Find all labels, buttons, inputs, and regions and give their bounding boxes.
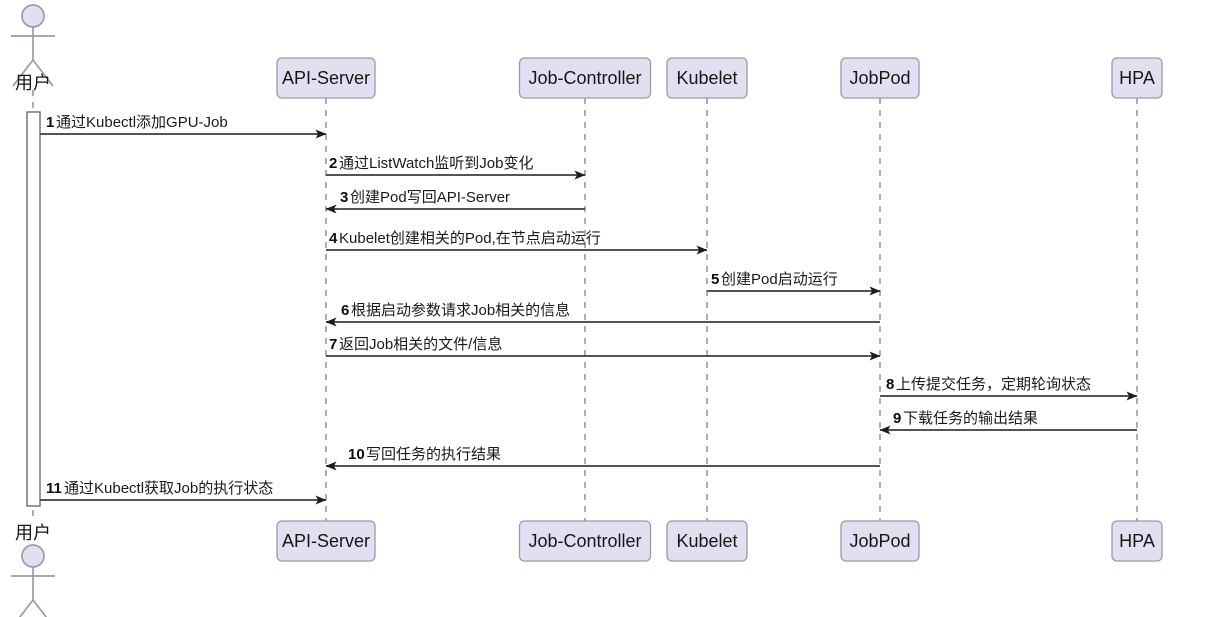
participant-hpa-top[interactable]: HPA [1111, 57, 1163, 99]
message-label: 下载任务的输出结果 [903, 410, 1038, 427]
message-label: 根据启动参数请求Job相关的信息 [351, 302, 570, 319]
participant-box[interactable] [1111, 520, 1163, 562]
actor-label: 用户 [15, 73, 51, 93]
participant-label: JobPod [849, 531, 910, 551]
participant-job-controller-bottom[interactable]: Job-Controller [518, 520, 652, 562]
participant-label: Job-Controller [528, 531, 641, 551]
participant-api-server-top[interactable]: API-Server [276, 57, 376, 99]
participant-box[interactable] [666, 520, 748, 562]
participant-api-server-bottom[interactable]: API-Server [276, 520, 376, 562]
message-number: 4 [329, 230, 338, 247]
message-number: 8 [886, 376, 894, 393]
participant-boxes-layer: API-ServerAPI-ServerJob-ControllerJob-Co… [276, 57, 1163, 562]
message-label: 创建Pod写回API-Server [350, 189, 510, 206]
message-number: 7 [329, 336, 337, 353]
lifelines-layer [32, 90, 1138, 521]
message-number: 9 [893, 410, 901, 427]
message-label: 返回Job相关的文件/信息 [339, 336, 502, 353]
message-number: 3 [340, 189, 348, 206]
activation-bar-actor [26, 111, 41, 507]
participant-box[interactable] [518, 57, 652, 99]
participant-label: Kubelet [676, 68, 737, 88]
actor-leg-left [12, 59, 34, 87]
participant-label: HPA [1119, 68, 1155, 88]
participant-box[interactable] [518, 520, 652, 562]
participant-box[interactable] [840, 520, 920, 562]
participant-label: API-Server [282, 68, 370, 88]
message-label: 上传提交任务，定期轮询状态 [896, 375, 1091, 393]
message-number: 5 [711, 271, 719, 288]
participant-kubelet-bottom[interactable]: Kubelet [666, 520, 748, 562]
message-number: 10 [348, 446, 365, 463]
actor-leg-left [18, 599, 34, 617]
participant-kubelet-top[interactable]: Kubelet [666, 57, 748, 99]
participant-hpa-bottom[interactable]: HPA [1111, 520, 1163, 562]
message-label: 写回任务的执行结果 [366, 446, 501, 463]
message-label: 创建Pod启动运行 [721, 271, 838, 288]
actor-label: 用户 [15, 523, 51, 543]
actor-head-icon [21, 544, 45, 568]
participant-label: Kubelet [676, 531, 737, 551]
message-number: 1 [46, 114, 54, 131]
participant-box[interactable] [666, 57, 748, 99]
participant-job-controller-top[interactable]: Job-Controller [518, 57, 652, 99]
actor-top[interactable]: 用户 [11, 4, 55, 93]
participant-box[interactable] [276, 57, 376, 99]
participant-box[interactable] [276, 520, 376, 562]
message-number: 6 [341, 302, 349, 319]
message-label: 通过Kubectl获取Job的执行状态 [64, 480, 273, 497]
activation-bars-layer [26, 111, 41, 507]
message-label: Kubelet创建相关的Pod,在节点启动运行 [339, 230, 601, 247]
message-number: 2 [329, 155, 337, 172]
participant-label: HPA [1119, 531, 1155, 551]
participant-label: API-Server [282, 531, 370, 551]
message-label: 通过Kubectl添加GPU-Job [56, 114, 228, 131]
actor-leg-right [32, 59, 54, 87]
participant-jobpod-top[interactable]: JobPod [840, 57, 920, 99]
participant-box[interactable] [840, 57, 920, 99]
actor-leg-right [32, 599, 48, 617]
participant-label: JobPod [849, 68, 910, 88]
actor-head-icon [21, 4, 45, 28]
participant-label: Job-Controller [528, 68, 641, 88]
participant-jobpod-bottom[interactable]: JobPod [840, 520, 920, 562]
actor-bottom[interactable]: 用户 [11, 523, 55, 617]
message-label: 通过ListWatch监听到Job变化 [339, 155, 533, 172]
message-number: 11 [46, 480, 62, 497]
participant-box[interactable] [1111, 57, 1163, 99]
